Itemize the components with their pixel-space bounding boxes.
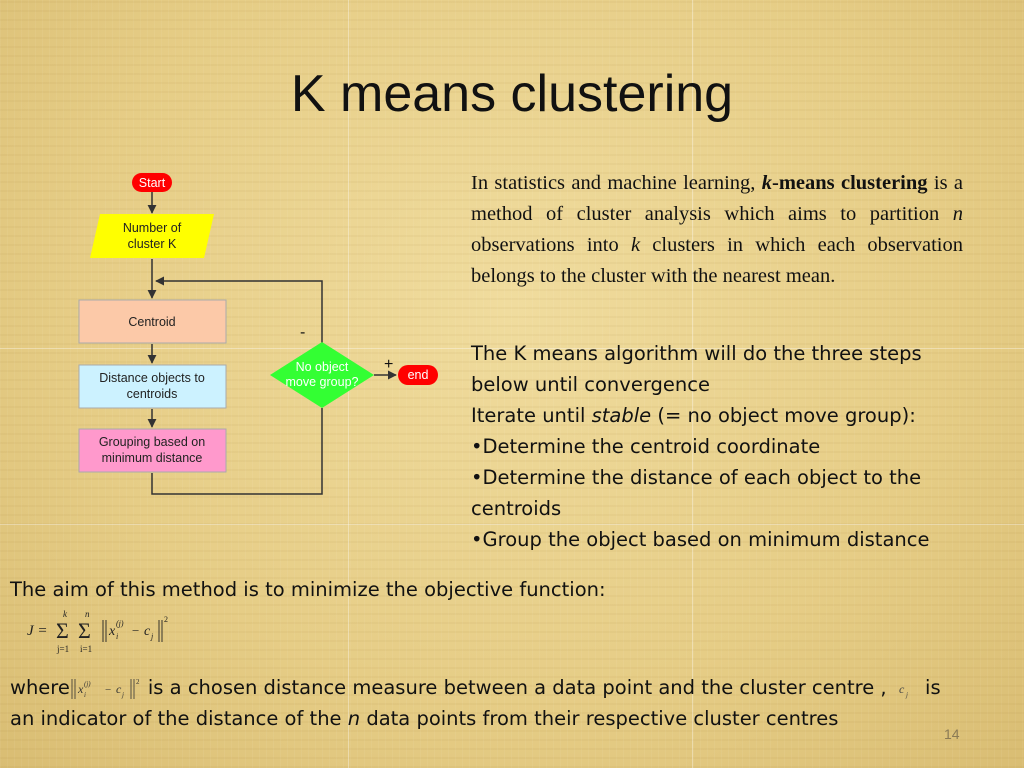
norm-x-sup: (j) [84, 680, 91, 688]
algorithm-line: The K means algorithm will do the three … [471, 342, 922, 365]
algorithm-line: below until convergence [471, 373, 710, 396]
page-number: 14 [944, 726, 960, 742]
formula-minus: − [132, 623, 139, 638]
where-text: is a chosen distance measure between a d… [147, 676, 893, 699]
definition-text: observations into [471, 234, 631, 256]
algorithm-bullet-continued: centroids [471, 497, 562, 520]
flow-branch-minus: - [300, 324, 305, 341]
objective-formula: J = k Σ j=1 n Σ i=1 x i (j) − c j 2 [27, 609, 168, 654]
where-text: data points from their respective cluste… [360, 707, 839, 730]
algorithm-bullet: •Group the object based on minimum dista… [471, 528, 930, 551]
slide-title: K means clustering [290, 65, 734, 123]
flow-end-label: end [408, 368, 429, 382]
definition-paragraph: In statistics and machine learning, k-me… [471, 168, 963, 292]
background-gridline [0, 524, 1024, 525]
flow-centroid-label: Centroid [128, 315, 175, 329]
where-italic-n: n [347, 707, 361, 730]
flow-grouping-label-line2: minimum distance [102, 451, 203, 465]
background-gridline [692, 0, 693, 768]
flow-end-terminator [398, 365, 438, 385]
where-line-2: an indicator of the distance of the n da… [10, 703, 1010, 734]
flow-branch-plus: + [384, 356, 393, 373]
formula-sum-bottom-i: i=1 [80, 644, 92, 654]
where-text: is [918, 676, 941, 699]
algorithm-bullet: •Determine the distance of each object t… [471, 466, 922, 489]
algorithm-line: Iterate until stable (= no object move g… [471, 400, 991, 431]
definition-text: clusters in which each observation belon… [471, 234, 964, 287]
formula-c: c [144, 624, 151, 639]
formula-x-sub: i [116, 632, 118, 641]
definition-italic-n: n [952, 203, 963, 225]
flow-grouping-label-line1: Grouping based on [99, 435, 205, 449]
formula-x: x [108, 624, 116, 639]
norm-power: 2 [136, 678, 140, 686]
where-text: an indicator of the distance of the [10, 707, 348, 730]
formula-power: 2 [164, 615, 168, 624]
norm-minus: − [105, 684, 111, 696]
flow-centroid-box [78, 299, 227, 344]
symbol-c: c [899, 682, 905, 696]
flow-grouping-box [78, 428, 227, 473]
symbol-c-sub: j [905, 691, 908, 699]
definition-bold-k: k [761, 172, 772, 194]
algorithm-text: Iterate until [471, 404, 592, 427]
flow-connectors [147, 192, 397, 495]
definition-text: is a method of cluster analysis which ai… [471, 172, 963, 225]
definition-text: In statistics and machine learning, [471, 172, 762, 194]
formula-sum-top-k: k [63, 609, 68, 619]
kmeans-flowchart: Start Number of cluster K Centroid Dista… [78, 173, 438, 495]
flow-input-label-line2: cluster K [128, 237, 177, 251]
formula-lhs: J = [27, 623, 48, 639]
background-gridline [0, 348, 1024, 349]
norm-x-sub: i [84, 691, 86, 699]
definition-italic-k: k [630, 234, 641, 256]
formula-x-sup: (j) [116, 619, 124, 628]
definition-bold-term: -means clustering [772, 172, 928, 194]
formula-c-sub: j [150, 632, 154, 641]
norm-x: x [77, 682, 84, 696]
flow-input-label-line1: Number of [123, 221, 182, 235]
flow-decision-diamond [270, 342, 374, 408]
algorithm-steps: The K means algorithm will do the three … [471, 338, 991, 555]
norm-c: c [116, 682, 122, 696]
flow-distance-label-line1: Distance objects to [99, 371, 205, 385]
flow-distance-label-line2: centroids [127, 387, 178, 401]
algorithm-italic-stable: stable [591, 404, 652, 427]
flow-input-parallelogram [90, 214, 214, 258]
norm-c-sub: j [121, 691, 124, 699]
objective-intro: The aim of this method is to minimize th… [10, 578, 606, 601]
formula-sum-top-n: n [85, 609, 90, 619]
flow-distance-box [78, 364, 227, 409]
flow-start-label: Start [139, 176, 166, 190]
formula-sigma-i: Σ [78, 618, 91, 643]
flow-start-terminator [132, 173, 172, 192]
formula-sum-bottom-j: j=1 [56, 644, 69, 654]
algorithm-bullet: •Determine the centroid coordinate [471, 435, 821, 458]
flow-decision-label-line2: move group? [286, 375, 359, 389]
formula-sigma-j: Σ [56, 618, 69, 643]
algorithm-text: (= no object move group): [651, 404, 916, 427]
flow-decision-label-line1: No object [296, 360, 349, 374]
where-text: where [10, 676, 70, 699]
